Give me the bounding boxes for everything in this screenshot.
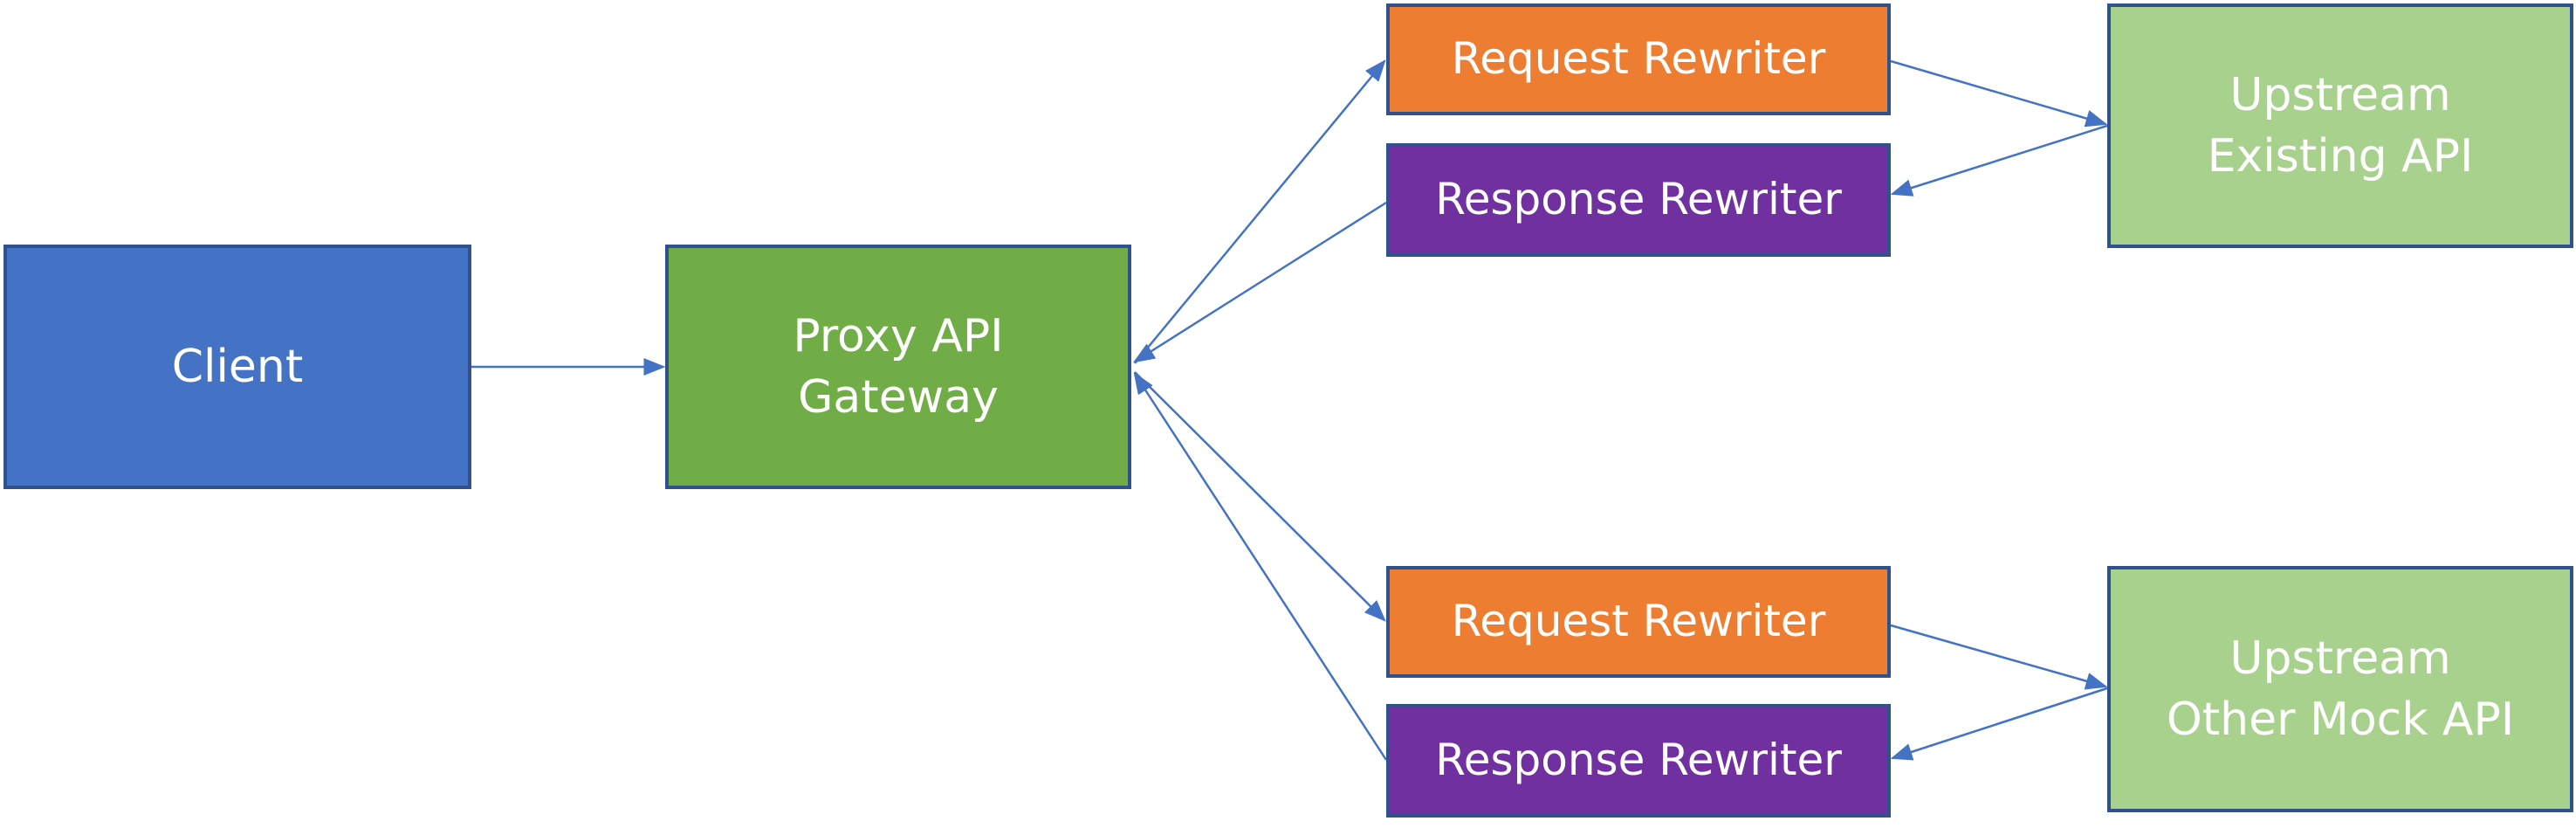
proxy-api-gateway-node: Proxy API Gateway bbox=[665, 245, 1131, 489]
edge-upstream-existing-to-response-rewriter-top bbox=[1890, 124, 2108, 197]
request-rewriter-bottom-node: Request Rewriter bbox=[1386, 566, 1891, 678]
edge-request-rewriter-bottom-to-upstream-mock bbox=[1890, 624, 2108, 690]
response-rewriter-top-node: Response Rewriter bbox=[1386, 143, 1891, 257]
edge-response-rewriter-bottom-to-proxy bbox=[1133, 371, 1388, 761]
edge-proxy-to-request-rewriter-bottom bbox=[1134, 371, 1386, 622]
edge-request-rewriter-top-to-upstream-existing bbox=[1890, 59, 2108, 128]
upstream-mock-label-line-2: Other Mock API bbox=[2166, 693, 2515, 746]
upstream-mock-label-line-1: Upstream bbox=[2229, 631, 2451, 685]
request-rewriter-top-node: Request Rewriter bbox=[1386, 3, 1891, 115]
upstream-other-mock-api-node: Upstream Other Mock API bbox=[2107, 566, 2573, 812]
upstream-existing-label-line-1: Upstream bbox=[2229, 68, 2451, 121]
client-node: Client bbox=[3, 245, 471, 489]
upstream-existing-label-line-2: Existing API bbox=[2207, 130, 2474, 183]
response-rewriter-bottom-label: Response Rewriter bbox=[1435, 735, 1842, 786]
request-rewriter-top-label: Request Rewriter bbox=[1451, 33, 1826, 85]
proxy-label-line-1: Proxy API bbox=[793, 309, 1004, 362]
edge-response-rewriter-top-to-proxy bbox=[1132, 201, 1387, 363]
edge-proxy-to-request-rewriter-top bbox=[1134, 59, 1386, 364]
response-rewriter-top-label: Response Rewriter bbox=[1435, 174, 1842, 225]
proxy-label-line-2: Gateway bbox=[798, 371, 999, 424]
response-rewriter-bottom-node: Response Rewriter bbox=[1386, 704, 1891, 818]
client-label: Client bbox=[171, 340, 304, 393]
request-rewriter-bottom-label: Request Rewriter bbox=[1451, 596, 1826, 647]
edge-upstream-mock-to-response-rewriter-bottom bbox=[1890, 687, 2108, 761]
upstream-existing-api-node: Upstream Existing API bbox=[2107, 3, 2573, 248]
